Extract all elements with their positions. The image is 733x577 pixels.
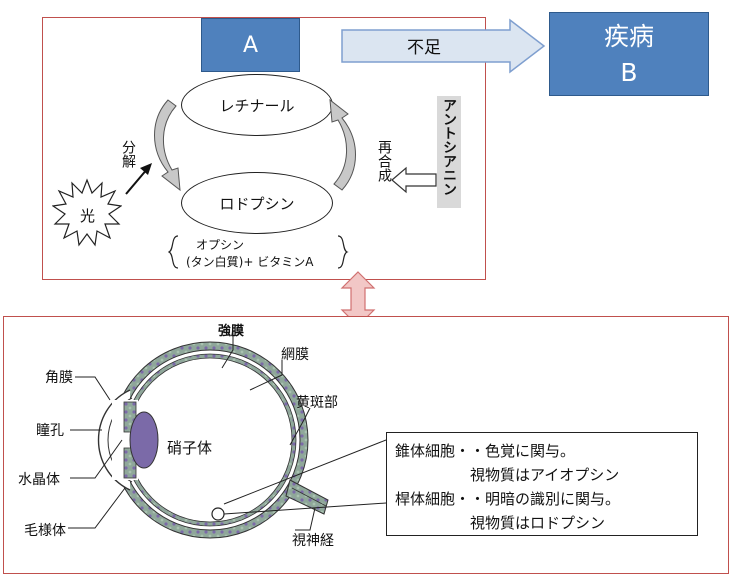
light-burst-icon xyxy=(52,178,122,247)
vitreous-label: 硝子体 xyxy=(167,439,213,457)
retinal-label: レチナール xyxy=(219,96,295,115)
box-b: 疾病 B xyxy=(549,12,709,96)
retinal-ellipse: レチナール xyxy=(181,74,333,136)
leader-lines xyxy=(68,331,387,531)
decompose-label: 分解 xyxy=(120,140,136,168)
anthocyanin-arrow xyxy=(391,166,437,194)
pupil-label: 瞳孔 xyxy=(36,423,64,439)
photoreceptor-callout: 錐体細胞・・色覚に関与。 視物質はアイオプシン 桿体細胞・・明暗の識別に関与。 … xyxy=(386,432,698,536)
ciliary-label: 毛様体 xyxy=(24,523,66,539)
opsin-vitamin-label: (タン白質)+ ビタミンA xyxy=(186,255,314,269)
rod-cell-line: 桿体細胞・・明暗の識別に関与。 xyxy=(395,490,621,508)
cycle-arrows xyxy=(154,98,356,192)
eye-diagram xyxy=(97,341,329,539)
opsin-braces xyxy=(168,235,349,269)
light-label: 光 xyxy=(80,207,96,225)
optic-nerve-label: 視神経 xyxy=(292,533,334,549)
cone-cell-line: 錐体細胞・・色覚に関与。 xyxy=(395,442,576,460)
lens-label: 水晶体 xyxy=(18,472,60,488)
box-b-letter: B xyxy=(620,58,638,87)
anthocyanin-box xyxy=(437,96,461,208)
cone-pigment-line: 視物質はアイオプシン xyxy=(395,466,620,484)
deficiency-arrow xyxy=(341,18,546,74)
rhodopsin-label: ロドプシン xyxy=(219,194,295,213)
deficiency-label: 不足 xyxy=(407,38,441,58)
box-a: A xyxy=(201,18,300,72)
opsin-label: オプシン xyxy=(196,238,245,252)
cornea-label: 角膜 xyxy=(45,370,73,386)
decompose-arrow xyxy=(125,163,152,195)
anthocyanin-label: アントシアニン xyxy=(441,98,457,196)
sclera-label: 強膜 xyxy=(218,324,245,339)
rhodopsin-ellipse: ロドプシン xyxy=(181,172,333,234)
box-b-disease: 疾病 xyxy=(603,22,654,51)
rod-pigment-line: 視物質はロドプシン xyxy=(395,514,606,532)
macula-label: 黄斑部 xyxy=(296,395,338,411)
retina-label: 網膜 xyxy=(281,347,309,363)
resynth-label: 再合成 xyxy=(376,140,392,182)
